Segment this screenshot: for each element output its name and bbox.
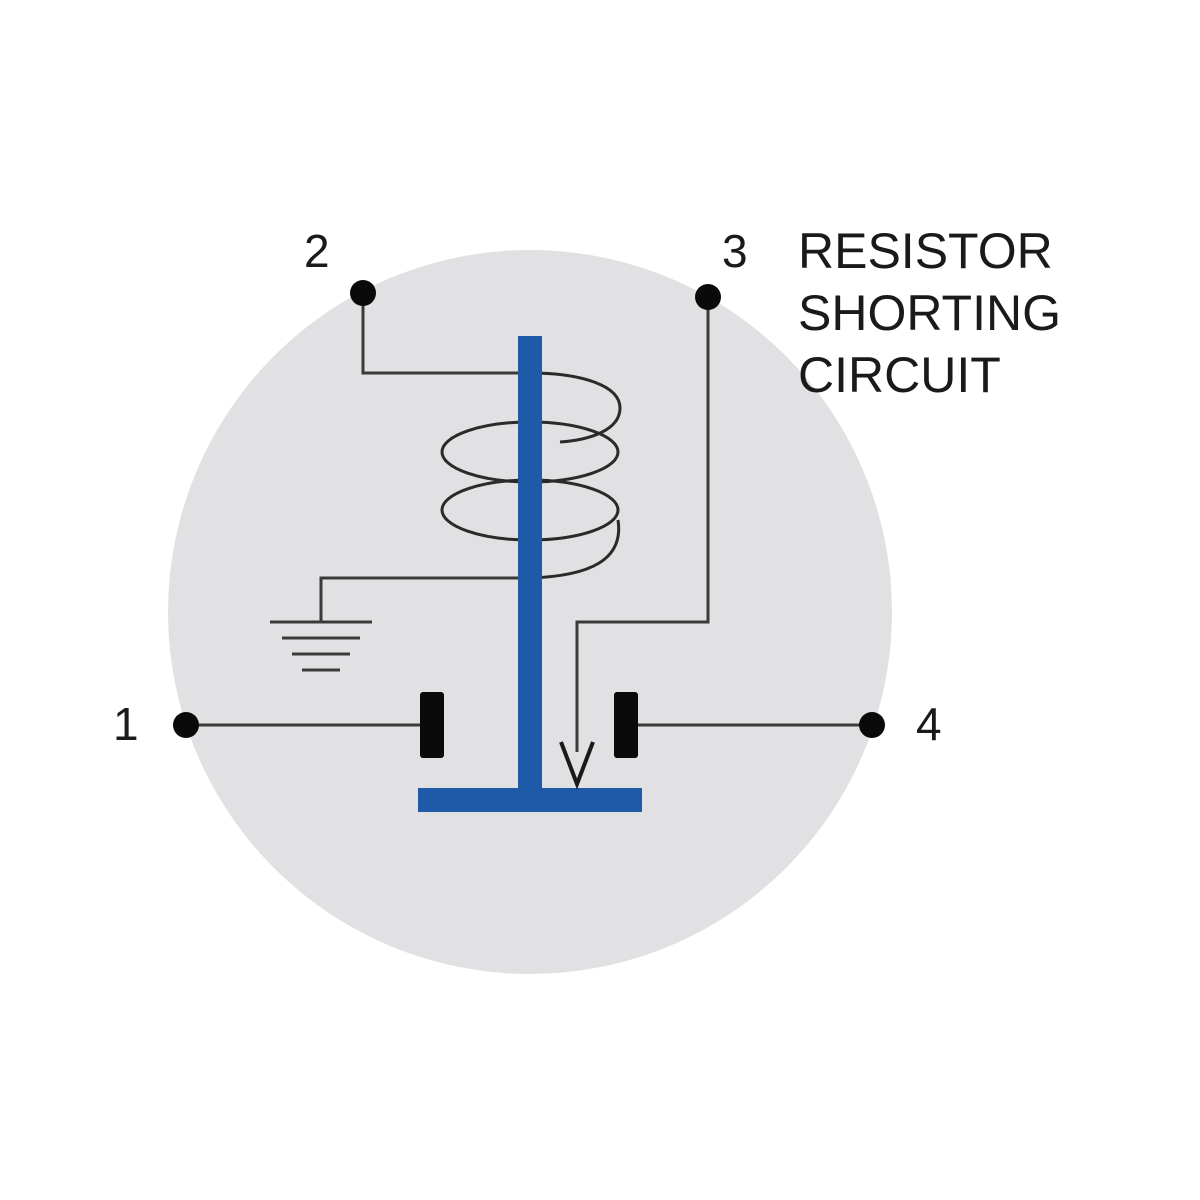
coil-top-segment — [529, 371, 622, 444]
terminal-2-wire — [361, 293, 530, 375]
caption-line-3: CIRCUIT — [798, 347, 1001, 403]
caption: RESISTOR SHORTING CIRCUIT — [798, 223, 1061, 403]
coil-bottom-segment — [529, 519, 621, 580]
caption-line-1: RESISTOR — [798, 223, 1053, 279]
terminal-4-dot — [859, 712, 885, 738]
terminal-3-label: 3 — [722, 225, 748, 277]
terminal-3-wire — [575, 297, 710, 752]
ground-symbol — [270, 620, 372, 672]
terminal-1-dot — [173, 712, 199, 738]
arrow-head — [559, 741, 595, 790]
terminal-3-dot — [695, 284, 721, 310]
terminal-2-dot — [350, 280, 376, 306]
plunger-crossbar — [418, 788, 642, 812]
caption-line-2: SHORTING — [798, 285, 1061, 341]
fixed-contact-left — [420, 692, 444, 758]
fixed-contact-right — [614, 692, 638, 758]
ground-wire — [319, 576, 530, 622]
terminal-1-label: 1 — [113, 698, 139, 750]
terminal-4-label: 4 — [916, 698, 942, 750]
terminal-2-label: 2 — [304, 225, 330, 277]
plunger-shaft — [518, 336, 542, 798]
